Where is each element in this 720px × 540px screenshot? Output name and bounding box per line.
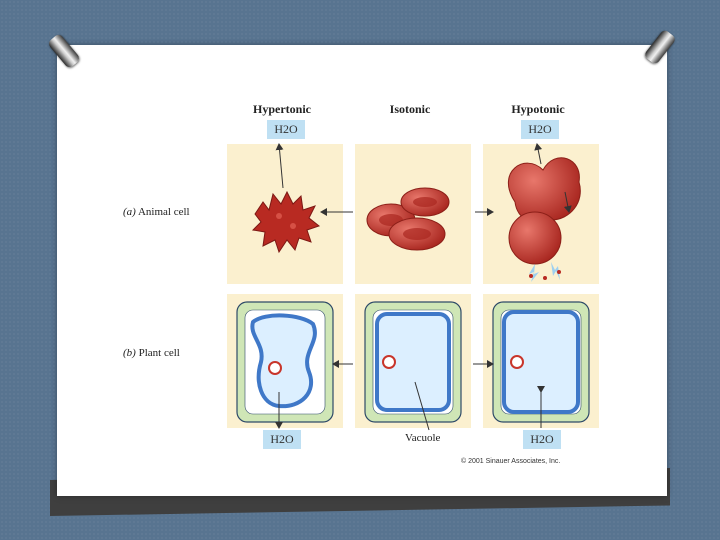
header-hypotonic: Hypotonic xyxy=(483,102,593,117)
copyright-text: © 2001 Sinauer Associates, Inc. xyxy=(461,458,560,465)
osmosis-figure: Hypertonic Isotonic Hypotonic H2O H2O H2… xyxy=(65,52,605,472)
vacuole-label: Vacuole xyxy=(405,432,440,444)
header-hypertonic: Hypertonic xyxy=(227,102,337,117)
row-label-plant: (b) Plant cell xyxy=(123,347,180,359)
water-label-bottom-left: H2O xyxy=(263,430,301,449)
water-label-top-right: H2O xyxy=(521,120,559,139)
header-isotonic: Isotonic xyxy=(355,102,465,117)
shrunk-vacuole xyxy=(252,315,315,406)
water-label-top-left: H2O xyxy=(267,120,305,139)
row-label-animal: (a) Animal cell xyxy=(123,206,190,218)
water-label-bottom-right: H2O xyxy=(523,430,561,449)
